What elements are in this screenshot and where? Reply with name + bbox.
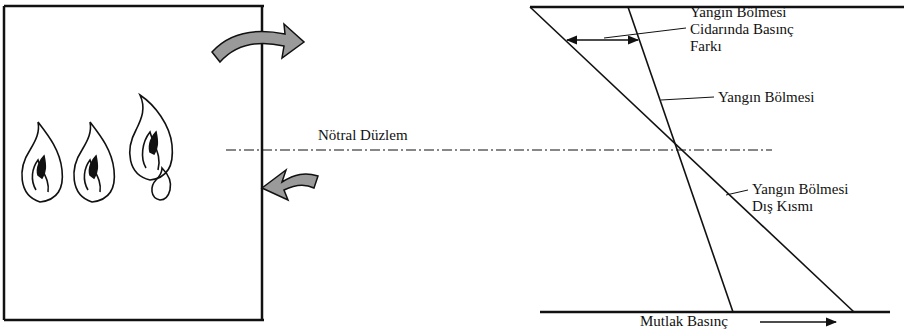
neutral-plane-line	[226, 149, 772, 150]
outside-line-label: Yangın Bölmesi Dış Kısmı	[752, 181, 862, 215]
neutral-plane-label: Nötral Düzlem	[318, 127, 408, 144]
flames	[22, 95, 172, 202]
axis-label: Mutlak Basınç	[640, 313, 728, 330]
pressure-difference-label: Yangın Bölmesi Cidarında Basınç Farkı	[690, 4, 808, 55]
outflow-arrow	[212, 24, 304, 62]
pressure-graph	[530, 7, 904, 322]
leader-lines	[604, 28, 748, 195]
compartment-line-label: Yangın Bölmesi	[718, 89, 814, 106]
inflow-arrow	[262, 170, 318, 200]
